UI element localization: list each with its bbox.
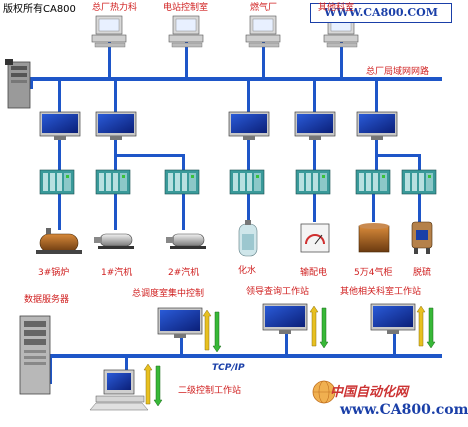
secondary-workstation [89, 369, 149, 411]
watermark-url: www.CA800.com [340, 402, 468, 418]
mid-monitor-3 [228, 111, 270, 140]
top-drop-4 [340, 42, 343, 78]
plc-link-3 [182, 154, 185, 172]
top-pc-1 [91, 15, 127, 48]
arrow-pair-2 [309, 305, 329, 349]
top-drop-3 [262, 42, 265, 78]
mid-drop-3 [247, 80, 250, 114]
lan-drop-4 [125, 356, 128, 378]
network-topology-diagram: 版权所有CA800 WWW.CA800.COM 总厂热力科 电站控制室 燃气厂 … [3, 3, 468, 418]
eq-link-1 [58, 194, 61, 230]
equipment-label-6: 5万4气柜 [354, 268, 393, 278]
other-rooms-label: 其他相关科室工作站 [340, 287, 422, 297]
dispatch-monitor [157, 307, 203, 338]
mid-drop-1 [58, 80, 61, 114]
equipment-label-4: 化水 [238, 266, 257, 276]
equipment-label-3: 2#汽机 [168, 268, 200, 278]
gas-holder-icon [358, 223, 390, 253]
mid-monitor-4 [294, 111, 336, 140]
plc-rack-5 [295, 169, 331, 195]
power-meter-icon [300, 223, 330, 253]
turbine-icon-2 [166, 233, 206, 249]
mid-monitor-2 [95, 111, 137, 140]
leader-label: 领导查询工作站 [246, 287, 310, 297]
eq-link-7 [418, 194, 421, 222]
plc-link-1 [58, 140, 61, 172]
plc-link-5 [313, 140, 316, 172]
top-drop-1 [108, 42, 111, 78]
plc-link-7 [418, 154, 421, 172]
lan-drop-1 [180, 334, 183, 356]
equipment-label-5: 输配电 [300, 268, 328, 278]
watermark-globe-icon [312, 380, 336, 404]
top-station-label-1: 总厂热力科 [92, 3, 138, 13]
mid-drop-5 [375, 80, 378, 114]
eq-link-2 [114, 194, 117, 230]
wan-server-tower [5, 59, 31, 109]
lan-bus [50, 354, 442, 358]
plc-branch-2 [375, 154, 420, 157]
plc-rack-3 [164, 169, 200, 195]
mid-drop-2 [114, 80, 117, 114]
plc-branch [114, 154, 184, 157]
wan-label: 总厂局域网网路 [366, 67, 430, 77]
plc-rack-1 [39, 169, 75, 195]
top-station-label-2: 电站控制室 [163, 3, 209, 13]
secondary-label: 二级控制工作站 [178, 386, 242, 396]
data-server-rack [19, 315, 51, 395]
lan-drop-3 [393, 330, 396, 356]
top-station-label-4: 其他科室 [318, 3, 355, 13]
eq-link-4 [247, 194, 250, 222]
eq-link-5 [313, 194, 316, 222]
top-drop-2 [185, 42, 188, 78]
plc-rack-6 [355, 169, 391, 195]
other-rooms-monitor [370, 303, 416, 334]
mid-monitor-5 [356, 111, 398, 140]
mid-drop-4 [313, 80, 316, 114]
plc-rack-7 [401, 169, 437, 195]
plc-rack-2 [95, 169, 131, 195]
water-treatment-icon [238, 220, 258, 257]
copyright-text: 版权所有CA800 [3, 4, 76, 15]
data-server-label: 数据服务器 [24, 295, 70, 305]
eq-link-6 [372, 194, 375, 222]
top-station-label-3: 燃气厂 [250, 3, 278, 13]
arrow-pair-3 [416, 305, 436, 349]
server-link [30, 77, 33, 89]
plc-rack-4 [229, 169, 265, 195]
lan-label: TCP/IP [212, 363, 245, 373]
equipment-label-2: 1#汽机 [101, 268, 133, 278]
equipment-label-1: 3#锅炉 [38, 268, 70, 278]
mid-monitor-1 [39, 111, 81, 140]
arrow-pair-1 [202, 309, 222, 353]
dispatch-label: 总调度室集中控制 [132, 289, 205, 299]
equipment-label-7: 脱硫 [413, 268, 432, 278]
leader-monitor [262, 303, 308, 334]
top-pc-3 [245, 15, 281, 48]
eq-link-3 [182, 194, 185, 230]
desulfurization-icon [411, 221, 433, 254]
wan-bus [30, 77, 442, 81]
arrow-pair-4 [143, 363, 163, 407]
watermark-cn: 中国自动化网 [330, 385, 409, 400]
top-pc-2 [168, 15, 204, 48]
watermark-badge: WWW.CA800.COM [310, 3, 452, 23]
lan-drop-2 [285, 330, 288, 356]
turbine-icon-1 [94, 233, 134, 249]
plc-link-4 [247, 140, 250, 172]
diagram-canvas [5, 15, 442, 411]
boiler-icon [36, 228, 82, 254]
